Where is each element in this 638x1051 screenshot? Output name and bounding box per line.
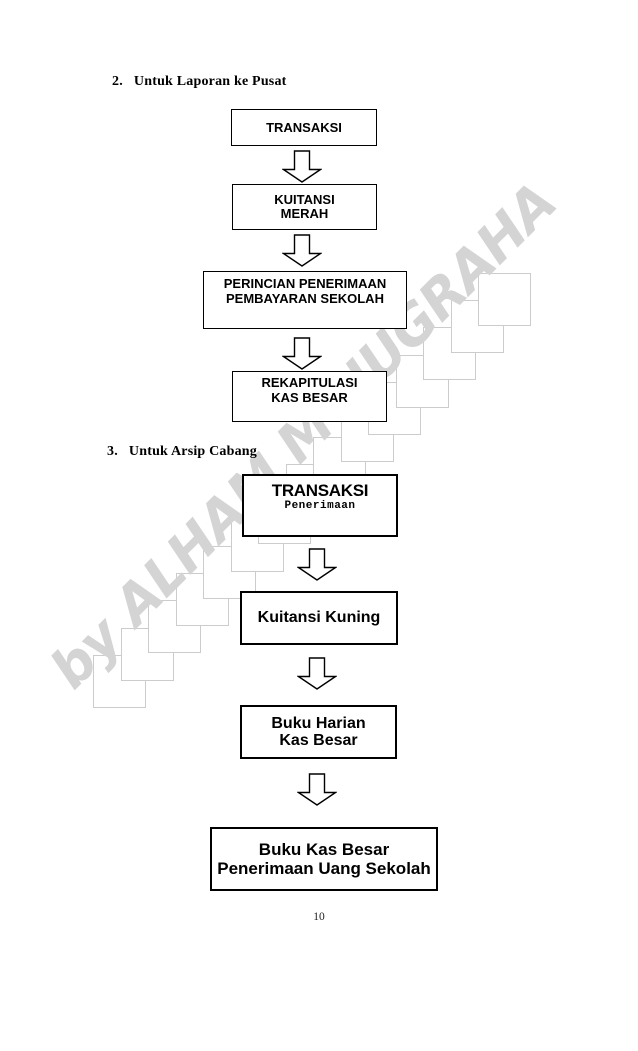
- watermark-square: [478, 272, 531, 326]
- section-2-number: 2.: [112, 74, 123, 89]
- section-3-number: 3.: [107, 444, 118, 459]
- down-arrow-icon: [282, 150, 322, 183]
- flow-box-kuitansi-kuning: Kuitansi Kuning: [240, 591, 398, 645]
- section-2-heading: 2. Untuk Laporan ke Pusat: [112, 74, 287, 90]
- down-arrow-icon: [297, 548, 337, 581]
- down-arrow-icon: [282, 337, 322, 370]
- flow-box-rekapitulasi-kas-besar: REKAPITULASI KAS BESAR: [232, 371, 387, 422]
- flow-box-transaksi-penerimaan: TRANSAKSI Penerimaan: [242, 474, 398, 537]
- flow-box-buku-kas-besar: Buku Kas Besar Penerimaan Uang Sekolah: [210, 827, 438, 891]
- flow-box-title: TRANSAKSI: [271, 481, 369, 500]
- flow-box-subtitle: Penerimaan: [284, 500, 356, 512]
- flow-box-transaksi: TRANSAKSI: [231, 109, 377, 146]
- down-arrow-icon: [297, 657, 337, 690]
- page-number: 10: [313, 911, 325, 923]
- flow-box-buku-harian-kas-besar: Buku Harian Kas Besar: [240, 705, 397, 759]
- section-2-title: Untuk Laporan ke Pusat: [133, 74, 287, 89]
- section-3-title: Untuk Arsip Cabang: [128, 444, 257, 459]
- section-3-heading: 3. Untuk Arsip Cabang: [107, 444, 257, 460]
- flow-box-kuitansi-merah: KUITANSI MERAH: [232, 184, 377, 230]
- down-arrow-icon: [282, 234, 322, 267]
- down-arrow-icon: [297, 773, 337, 806]
- flow-box-perincian-penerimaan: PERINCIAN PENERIMAAN PEMBAYARAN SEKOLAH: [203, 271, 407, 329]
